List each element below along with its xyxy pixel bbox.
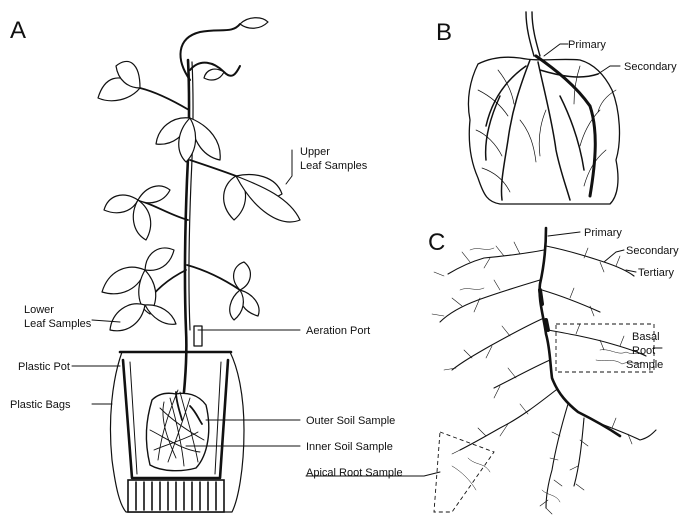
aeration-port-label: Aeration Port bbox=[306, 325, 370, 337]
panel-b: B Primary Secondary bbox=[436, 12, 677, 204]
lower-leaf bbox=[145, 305, 176, 324]
panel-c-tertiary-label: Tertiary bbox=[638, 267, 675, 279]
plastic-pot bbox=[120, 352, 231, 478]
upper-leaf-samples-label-1: Upper bbox=[300, 146, 330, 158]
root-ball-outline bbox=[468, 57, 619, 204]
panel-b-primary-label: Primary bbox=[568, 39, 606, 51]
secondary-roots-b bbox=[486, 60, 598, 200]
leaf bbox=[204, 69, 224, 80]
basal-root-sample-label-2: Root bbox=[632, 345, 655, 357]
plastic-bags-label: Plastic Bags bbox=[10, 399, 71, 411]
upper-branch bbox=[190, 160, 236, 176]
aeration-port bbox=[194, 326, 202, 346]
plastic-pot-label: Plastic Pot bbox=[18, 361, 70, 373]
panel-c-primary-label: Primary bbox=[584, 227, 622, 239]
basal-root-sample-label-3: Sample bbox=[626, 359, 663, 371]
leaf bbox=[230, 290, 244, 320]
leaf bbox=[138, 186, 170, 203]
fibrous-tufts-c bbox=[452, 248, 646, 502]
pot-base-ribs bbox=[128, 480, 224, 512]
basal-root-sample-label-1: Basal bbox=[632, 331, 660, 343]
panel-b-letter: B bbox=[436, 19, 452, 46]
leaves bbox=[98, 18, 300, 331]
inner-soil-sample-label: Inner Soil Sample bbox=[306, 441, 393, 453]
lower-leaf-samples-label-2: Leaf Samples bbox=[24, 318, 92, 330]
upper-leaf-samples-label-2: Leaf Samples bbox=[300, 160, 368, 172]
panel-c-secondary-label: Secondary bbox=[626, 245, 679, 257]
root-ball-stem bbox=[526, 12, 540, 56]
lower-branch-right bbox=[187, 265, 240, 290]
leaf bbox=[240, 18, 268, 29]
leaf bbox=[234, 262, 251, 290]
pot-root-mass bbox=[146, 390, 208, 471]
panel-b-secondary-label: Secondary bbox=[624, 61, 677, 73]
panel-a: A bbox=[10, 17, 403, 512]
apical-root-sample-label: Apical Root Sample bbox=[306, 467, 403, 479]
leaf bbox=[145, 248, 174, 270]
lower-leaf bbox=[110, 304, 145, 331]
outer-soil-sample-label: Outer Soil Sample bbox=[306, 415, 395, 427]
panel-a-letter: A bbox=[10, 17, 26, 44]
apical-root-sample-box bbox=[434, 432, 494, 512]
panel-c-leaders bbox=[306, 232, 662, 476]
panel-c-letter: C bbox=[428, 229, 445, 256]
top-branch-left bbox=[140, 88, 189, 110]
leaf bbox=[104, 195, 138, 213]
leaf bbox=[133, 200, 150, 240]
secondary-roots-c-left bbox=[440, 250, 584, 508]
lower-leaf-samples-label-1: Lower bbox=[24, 304, 54, 316]
